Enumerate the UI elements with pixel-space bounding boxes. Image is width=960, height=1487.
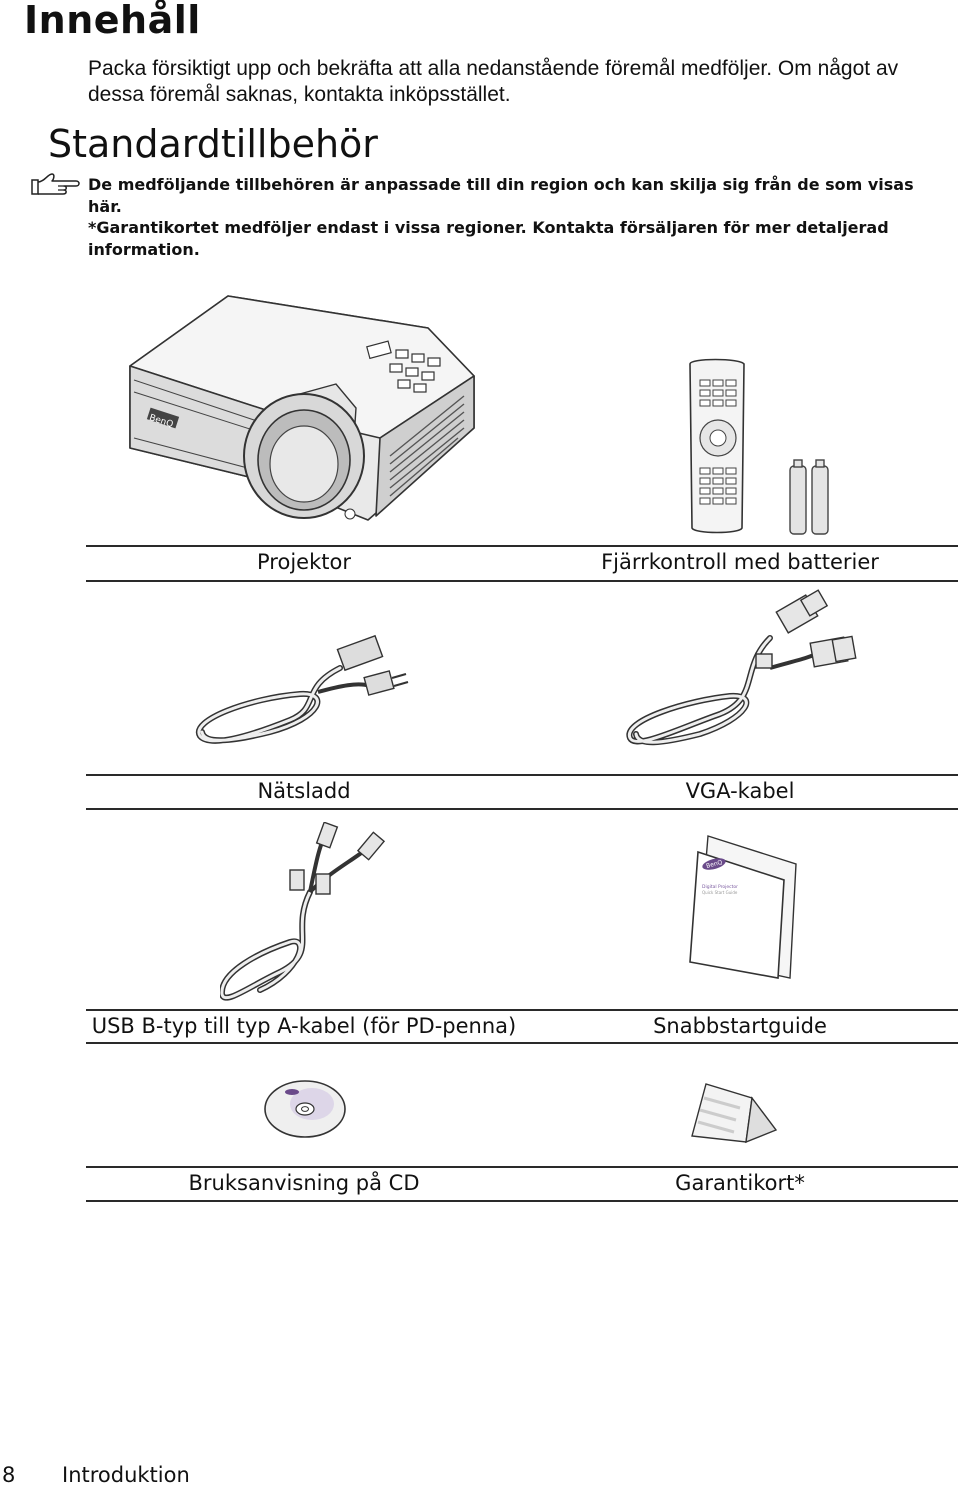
vga-cable-illustration xyxy=(626,589,857,746)
page-title: Innehåll xyxy=(24,0,201,42)
projector-illustration: BenQ xyxy=(129,295,475,521)
footer-section-name: Introduktion xyxy=(62,1463,190,1487)
pointing-hand-icon xyxy=(31,173,80,195)
quick-start-guide-illustration: BenQ Digital Projector Quick Start Guide xyxy=(689,835,797,979)
caption-user-manual-cd: Bruksanvisning på CD xyxy=(188,1171,420,1195)
guide-brand-label: BenQ xyxy=(705,859,723,870)
item-bottom-rule-2 xyxy=(86,808,958,810)
caption-power-cord: Nätsladd xyxy=(257,779,351,803)
item-bottom-rule-1 xyxy=(86,580,958,582)
item-top-rule-4 xyxy=(86,1166,958,1168)
caption-projector: Projektor xyxy=(257,550,351,574)
caption-usb-cable: USB B-typ till typ A-kabel (för PD-penna… xyxy=(91,1014,517,1038)
usb-cable-illustration xyxy=(220,822,386,1001)
intro-text: Packa försiktigt upp och bekräfta att al… xyxy=(88,57,899,106)
guide-title-label: Digital Projector xyxy=(702,884,738,890)
remote-control-illustration xyxy=(689,358,829,535)
note-region-accessories: De medföljande tillbehören är anpassade … xyxy=(88,175,914,216)
item-bottom-rule-3 xyxy=(86,1042,958,1044)
note-warranty-card: *Garantikortet medföljer endast i vissa … xyxy=(88,218,889,259)
guide-subtitle-label: Quick Start Guide xyxy=(702,890,738,895)
page-number: 8 xyxy=(2,1463,16,1487)
caption-warranty-card: Garantikort* xyxy=(675,1171,805,1195)
section-heading: Standardtillbehör xyxy=(48,122,378,166)
item-bottom-rule-4 xyxy=(86,1200,958,1202)
item-top-rule-3 xyxy=(86,1009,958,1011)
cd-illustration xyxy=(264,1080,346,1138)
caption-vga-cable: VGA-kabel xyxy=(685,779,795,803)
item-top-rule-1 xyxy=(86,545,958,547)
caption-quick-start-guide: Snabbstartguide xyxy=(653,1014,827,1038)
power-cord-illustration xyxy=(196,634,409,744)
caption-remote-control: Fjärrkontroll med batterier xyxy=(601,550,879,574)
item-top-rule-2 xyxy=(86,774,958,776)
warranty-card-illustration xyxy=(691,1083,778,1144)
